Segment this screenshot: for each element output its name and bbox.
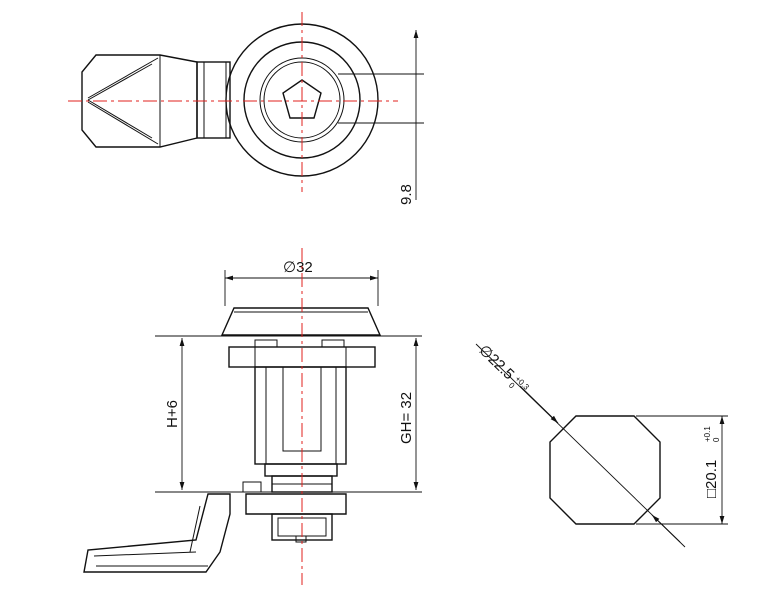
nut-top-block-left xyxy=(254,339,278,348)
dim-32-label: ∅32 xyxy=(283,259,313,276)
nut-top-block-right xyxy=(321,339,345,348)
shaft xyxy=(196,61,231,139)
dim-20-1-tol-lower: 0 xyxy=(712,437,721,442)
cutout-view: ∅22.5 +0.3 0 □20.1 +0.1 0 xyxy=(475,342,728,548)
handle-bevel-top-2 xyxy=(87,63,153,101)
front-view: ∅32 H+6 xyxy=(83,248,422,585)
dim-gh32-label: GH= 32 xyxy=(398,392,415,444)
dim-h6-label: H+6 xyxy=(164,400,181,428)
bottom-tip-notch xyxy=(295,535,307,543)
dim-22-5-text: ∅22.5 +0.3 0 xyxy=(475,342,531,393)
dim-22-5-arrow-lower xyxy=(651,514,686,548)
cam-arm-line-2 xyxy=(93,551,197,557)
dim-20-1-tol-upper: +0.1 xyxy=(703,426,712,442)
dim-22-5-label: ∅22.5 xyxy=(475,342,517,384)
dim-9-8-label: 9.8 xyxy=(398,184,415,205)
cam-plate xyxy=(245,493,347,515)
dim-22-5-arrow-upper xyxy=(519,385,559,424)
top-view: 9.8 xyxy=(68,12,424,205)
pin xyxy=(242,481,262,493)
dim-22-5-tol-lower: 0 xyxy=(507,381,517,391)
cam-arm xyxy=(83,493,231,573)
dim-20-1-text: □20.1 +0.1 0 xyxy=(703,426,721,498)
bottom-tip xyxy=(271,513,333,541)
cutout-shape xyxy=(549,415,661,525)
handle-bevel-bottom-2 xyxy=(87,99,153,139)
dim-22-5-leader xyxy=(475,343,681,543)
thread-body xyxy=(254,366,347,465)
dim-20-1-label: □20.1 xyxy=(703,460,720,498)
handle-bevel-top xyxy=(87,57,159,99)
handle-bevel-bottom xyxy=(87,101,159,145)
bezel xyxy=(220,307,382,336)
lower-body xyxy=(264,463,338,477)
cam-arm-line-1 xyxy=(189,505,201,553)
